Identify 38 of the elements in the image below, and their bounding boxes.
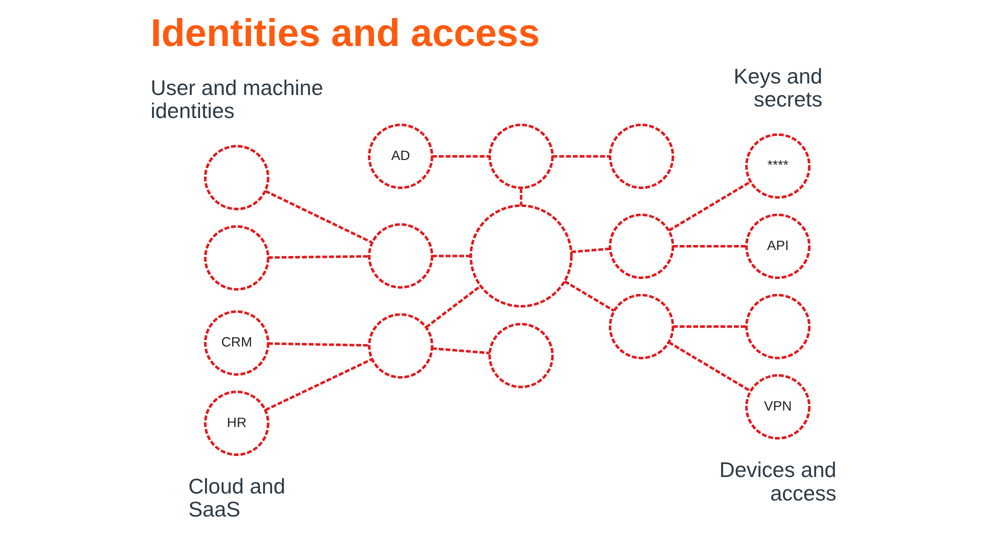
node-circle (608, 294, 674, 360)
node-circle: HR (204, 390, 269, 456)
diagram-title: Identities and access (150, 12, 540, 56)
connector (668, 341, 751, 392)
node-circle: API (744, 214, 810, 279)
connector (672, 325, 746, 328)
label: User and machine identities (150, 76, 323, 124)
node-circle: CRM (204, 310, 269, 376)
node-circle (204, 225, 269, 291)
connector (264, 190, 372, 244)
connector (668, 180, 751, 232)
node-circle (367, 223, 433, 289)
node-circle: **** (744, 133, 810, 199)
node-circle: AD (367, 124, 433, 190)
node-circle (367, 313, 433, 379)
connector (519, 188, 522, 206)
connector (564, 280, 614, 312)
node-circle: VPN (744, 374, 810, 440)
connector (268, 342, 369, 347)
connector (672, 245, 746, 248)
connector (432, 254, 470, 258)
node-circle (608, 124, 674, 190)
node-circle (744, 294, 810, 360)
connector (424, 284, 481, 328)
connector (570, 248, 610, 254)
node-circle (488, 124, 554, 190)
node-circle (608, 214, 674, 279)
node-circle (488, 322, 554, 388)
connector (432, 347, 490, 354)
connector (268, 255, 369, 259)
connector (552, 155, 610, 158)
label: Devices and access (718, 458, 836, 506)
node-circle (204, 144, 269, 210)
connector (264, 358, 372, 412)
connector (432, 155, 489, 158)
label: Keys and secrets (733, 64, 822, 112)
label: Cloud and SaaS (188, 474, 285, 522)
node-circle (469, 204, 572, 308)
